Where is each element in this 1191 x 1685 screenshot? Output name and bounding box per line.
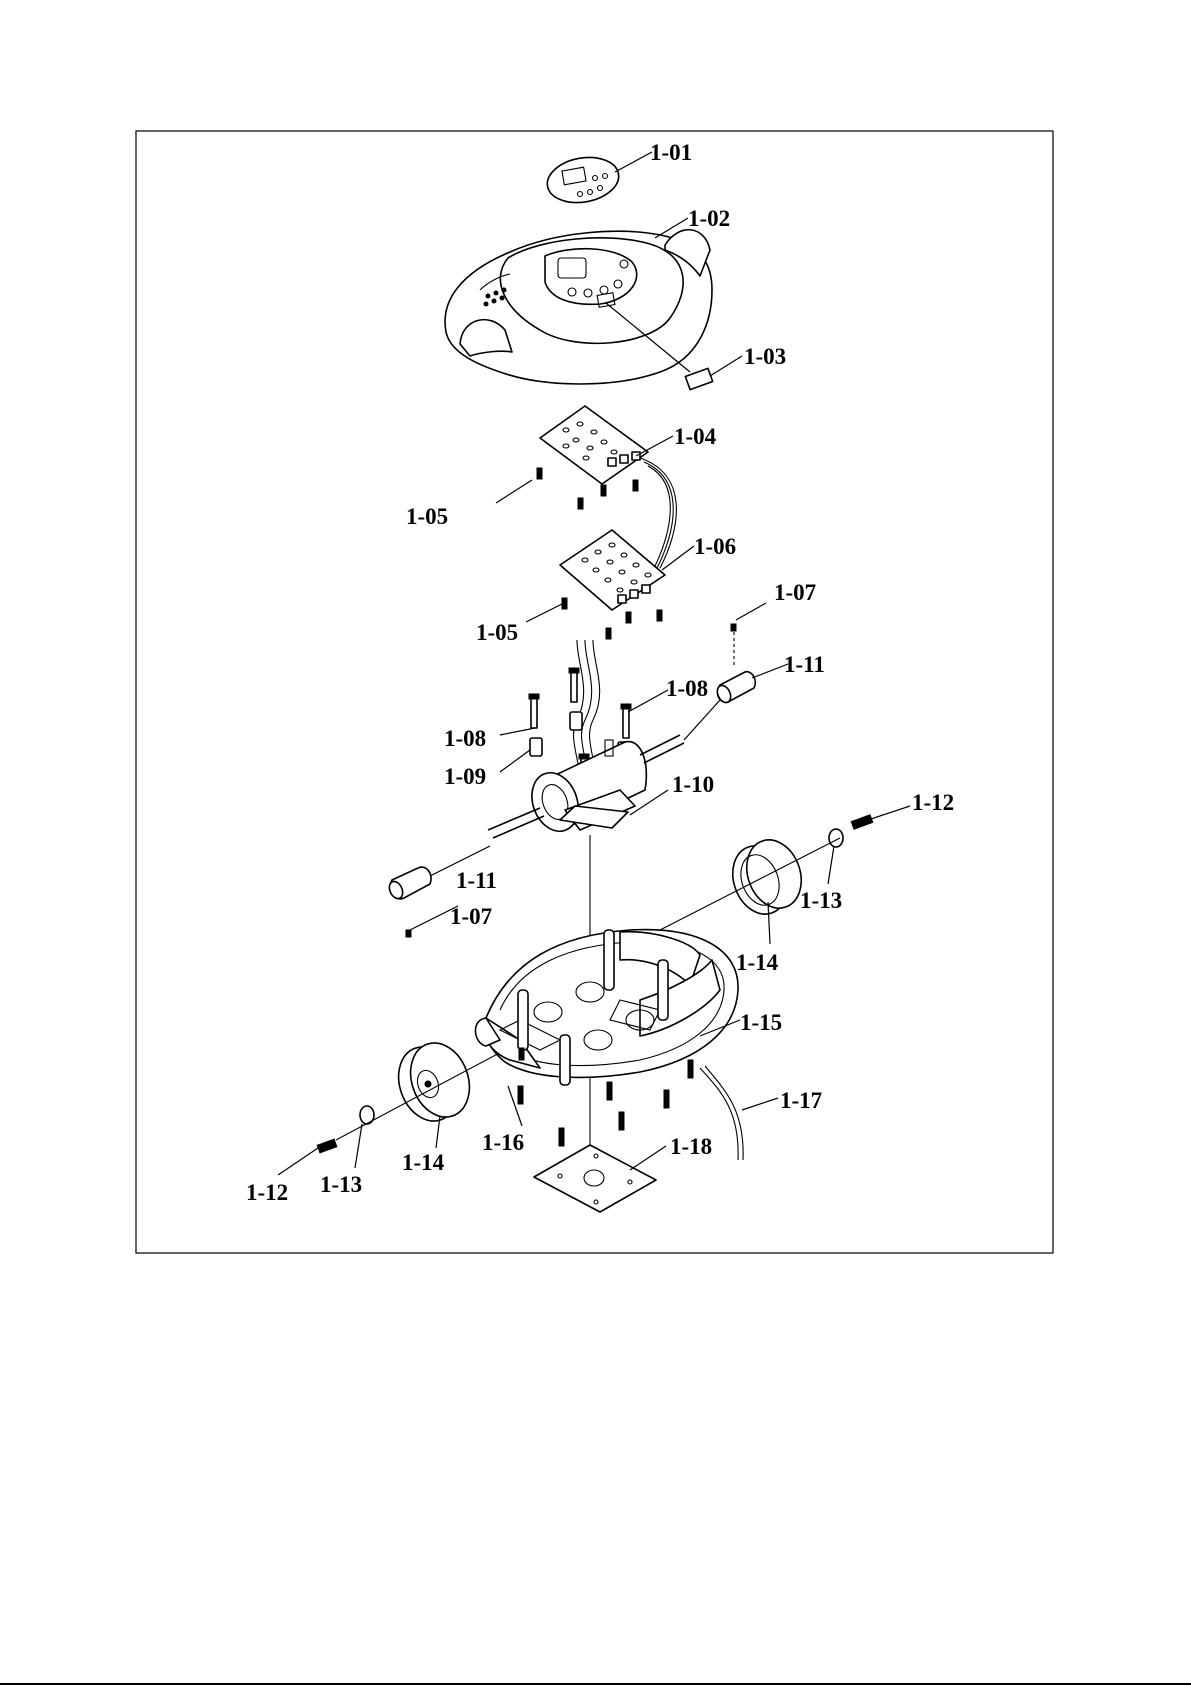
label-1-10: 1-10	[672, 772, 714, 797]
label-1-11-right: 1-11	[784, 652, 825, 677]
label-1-14-right: 1-14	[736, 950, 779, 975]
label-1-03: 1-03	[744, 344, 786, 369]
ribbon-cable	[574, 458, 677, 790]
part-1-14-wheel-left	[389, 1035, 480, 1130]
part-1-12-screw-left	[317, 1139, 337, 1153]
label-1-05-upper: 1-05	[406, 504, 448, 529]
part-1-14-wheel-right	[724, 832, 811, 922]
label-1-14-left: 1-14	[402, 1150, 445, 1175]
label-1-02: 1-02	[688, 206, 730, 231]
label-1-06: 1-06	[694, 534, 736, 559]
label-1-13-right: 1-13	[800, 888, 842, 913]
label-1-07-upper: 1-07	[774, 580, 816, 605]
label-1-12-left: 1-12	[246, 1180, 288, 1205]
label-1-15: 1-15	[740, 1010, 782, 1035]
part-1-15-base-housing	[475, 930, 738, 1085]
label-1-08-left: 1-08	[444, 726, 486, 751]
label-1-18: 1-18	[670, 1134, 712, 1159]
label-1-05-lower: 1-05	[476, 620, 518, 645]
part-1-01-display-overlay	[544, 152, 623, 208]
part-1-13-washer-right	[829, 829, 843, 847]
label-1-17: 1-17	[780, 1088, 822, 1113]
part-1-02-top-cover	[445, 230, 712, 384]
label-1-12-right: 1-12	[912, 790, 954, 815]
label-1-08-right: 1-08	[666, 676, 708, 701]
part-1-06-lower-pcb	[560, 530, 665, 639]
part-1-07-set-screw-lower	[406, 930, 411, 937]
label-1-16: 1-16	[482, 1130, 524, 1155]
part-1-04-upper-pcb	[537, 406, 648, 509]
label-1-13-left: 1-13	[320, 1172, 362, 1197]
part-1-10-motor	[488, 735, 684, 838]
part-1-12-screw-right	[851, 815, 873, 829]
label-1-04: 1-04	[674, 424, 717, 449]
part-1-18-bottom-plate	[534, 1145, 656, 1212]
label-1-07-lower: 1-07	[450, 904, 492, 929]
part-1-07-set-screw-upper	[731, 624, 736, 631]
label-1-09: 1-09	[444, 764, 486, 789]
label-1-11-left: 1-11	[456, 868, 497, 893]
label-1-01: 1-01	[650, 140, 692, 165]
